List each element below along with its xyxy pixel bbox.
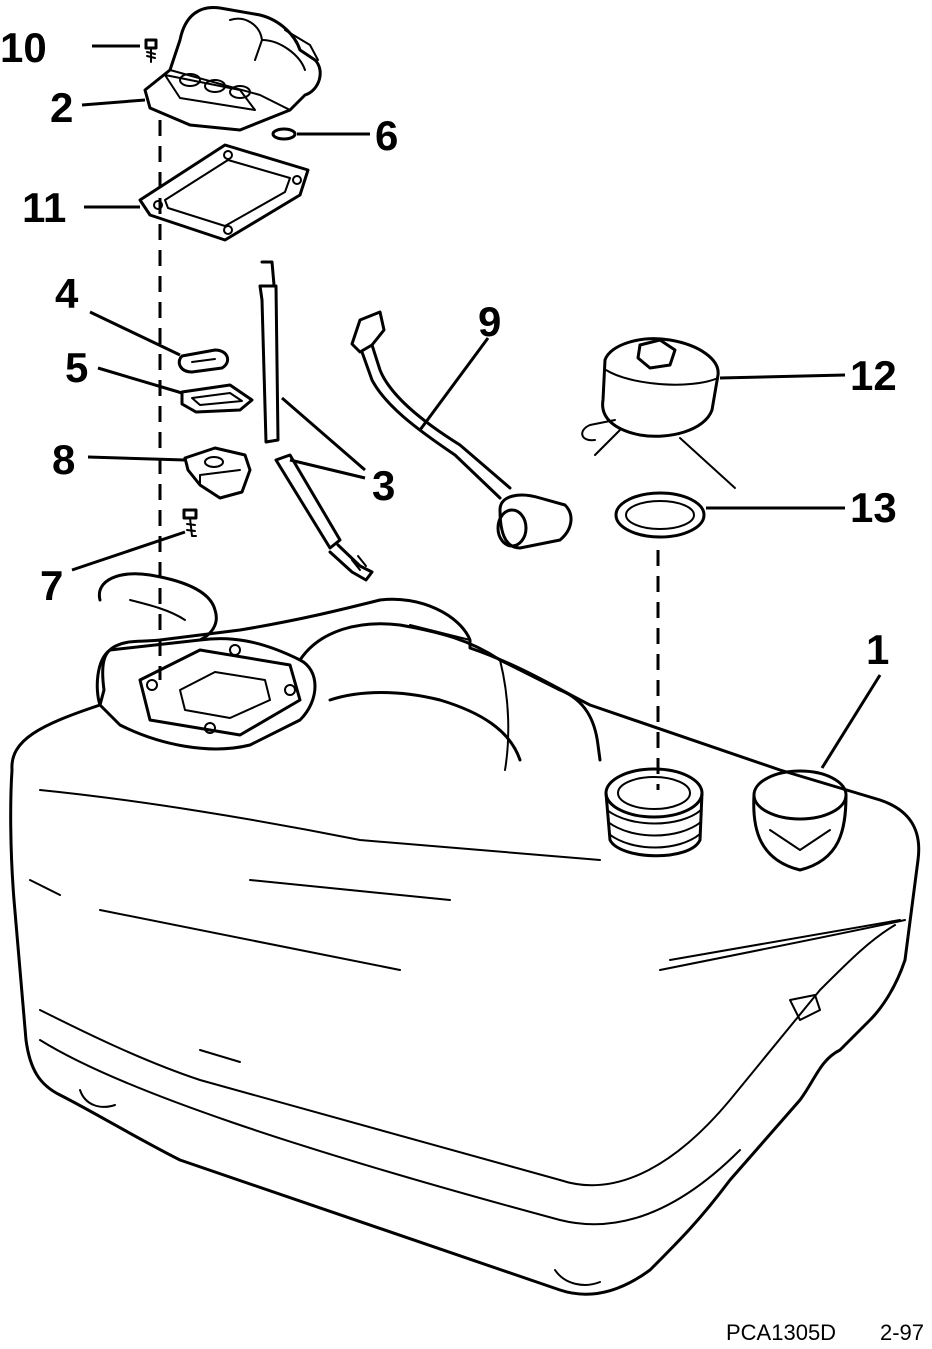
fitting-part-8 — [183, 446, 252, 500]
callout-3: 3 — [372, 462, 395, 509]
callout-labels: 10 2 6 11 4 5 8 7 3 9 12 13 1 — [0, 24, 897, 673]
fuel-tank — [9, 572, 921, 1296]
callout-11: 11 — [22, 184, 66, 231]
fuel-pickup-assembly — [143, 5, 322, 132]
seal-part-5 — [180, 383, 254, 414]
callout-7: 7 — [40, 562, 63, 609]
callout-10: 10 — [0, 24, 47, 71]
gasket-part-4 — [177, 348, 230, 374]
callout-9: 9 — [478, 298, 501, 345]
revision-code: 2-97 — [880, 1320, 924, 1345]
callout-2: 2 — [50, 84, 73, 131]
screw-part-10 — [144, 38, 158, 63]
callout-6: 6 — [375, 112, 398, 159]
o-ring-part-13 — [614, 491, 706, 539]
figure-code: PCA1305D — [726, 1320, 836, 1345]
screw-part-7 — [182, 508, 198, 537]
callout-8: 8 — [52, 436, 75, 483]
callout-12: 12 — [850, 352, 897, 399]
filler-cap-part-12 — [581, 337, 736, 489]
callout-1: 1 — [866, 626, 889, 673]
callout-13: 13 — [850, 484, 897, 531]
leader-lines — [71, 44, 882, 769]
hose-part-3 — [258, 260, 374, 582]
o-ring-part-6 — [271, 127, 297, 141]
gasket-part-11 — [138, 143, 310, 242]
callout-4: 4 — [55, 270, 79, 317]
float-arm-part-9 — [350, 310, 573, 550]
callout-5: 5 — [65, 344, 88, 391]
